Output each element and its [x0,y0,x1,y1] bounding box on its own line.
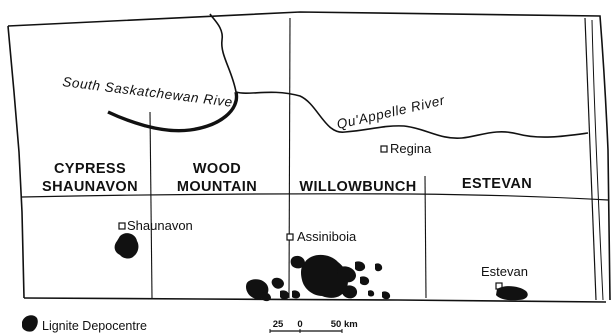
district-boundaries [21,17,609,299]
rivers [107,13,589,139]
town-marker-icon [380,145,388,153]
legend-label: Lignite Depocentre [42,319,147,333]
quappelle-river [235,91,589,139]
region-wood-label: WOOD [193,161,241,177]
town-estevan-label: Estevan [481,264,528,279]
town-assiniboia: Assiniboia [286,229,357,244]
region-willowbunch-label: WILLOWBUNCH [299,179,416,195]
town-estevan: Estevan [481,264,528,290]
town-regina-label: Regina [390,141,432,156]
province-outline [7,11,611,303]
depocentre-shaunavon [114,233,139,259]
region-mountain-label: MOUNTAIN [177,179,257,195]
lignite-depocentres [114,233,528,302]
lignite-depocentre-legend-icon [22,315,38,332]
town-regina: Regina [380,141,432,156]
scale-label-right: 50 [331,319,342,330]
south-saskatchewan-river-label: South Saskatchewan River [62,74,239,110]
scale-label-left: 25 [273,319,284,330]
scale-label-unit: km [344,319,358,330]
depocentre-estevan [496,286,528,301]
region-estevan-label: ESTEVAN [462,176,532,192]
legend: Lignite Depocentre [22,315,147,333]
town-shaunavon: Shaunavon [118,218,193,233]
south-saskatchewan-river [107,91,239,133]
depocentre-willowbunch-main [301,254,348,298]
town-marker-icon [286,233,294,241]
region-cypress-label: CYPRESS [54,161,126,177]
south-saskatchewan-river-north [209,13,237,93]
scale-bar: 25 0 50 km [269,319,358,333]
town-assiniboia-label: Assiniboia [297,229,357,244]
region-shaunavon-label: SHAUNAVON [42,179,138,195]
scale-label-middle: 0 [297,319,302,330]
town-marker-icon [118,222,126,230]
town-shaunavon-label: Shaunavon [127,218,193,233]
